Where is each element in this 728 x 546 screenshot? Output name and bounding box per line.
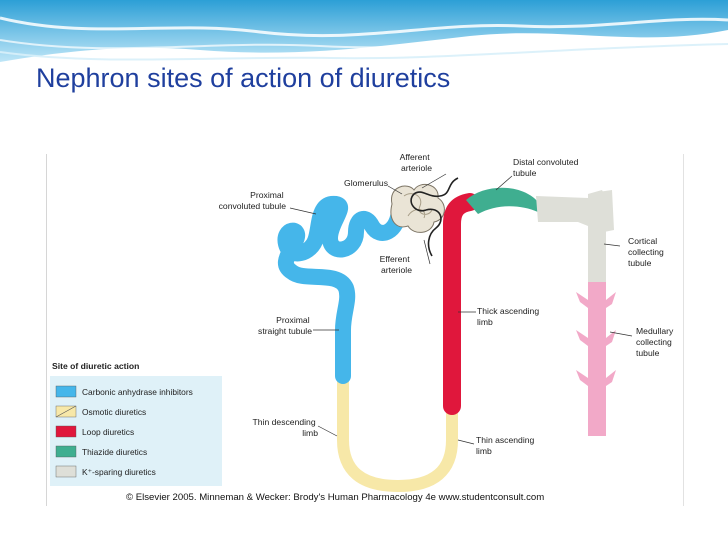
label-proximal-convoluted-tubule: Proximal convoluted tubule — [219, 190, 287, 211]
glomerulus — [390, 183, 445, 233]
afferent-arteriole — [410, 177, 459, 212]
legend-swatch-osmotic-diagonal — [55, 405, 77, 418]
slide-title: Nephron sites of action of diuretics — [36, 63, 451, 93]
legend-label-carbonic-anhydrase: Carbonic anhydrase inhibitors — [82, 387, 193, 397]
figure-credit: © Elsevier 2005. Minneman & Wecker: Brod… — [126, 492, 544, 503]
legend-label-loop: Loop diuretics — [82, 427, 134, 437]
legend-label-k-sparing: K⁺-sparing diuretics — [82, 467, 156, 477]
label-proximal-straight-tubule: Proximal straight tubule — [258, 315, 312, 336]
label-thin-descending-limb: Thin descending limb — [253, 417, 319, 438]
glomerulus-capillaries — [403, 193, 433, 219]
label-distal-convoluted-tubule: Distal convoluted tubule — [513, 157, 581, 178]
legend-swatch-carbonic-anhydrase — [55, 385, 77, 398]
medullary-collecting-tubule — [576, 282, 616, 436]
legend-box — [50, 376, 222, 486]
distal-convoluted-tubule — [466, 187, 540, 214]
legend-label-osmotic: Osmotic diuretics — [82, 407, 146, 417]
legend-title: Site of diuretic action — [52, 361, 139, 371]
legend: Site of diuretic action Carbonic anhydra… — [50, 361, 222, 486]
collecting-duct-branch — [598, 190, 614, 232]
cortical-collecting-tubule — [536, 190, 610, 282]
label-glomerulus: Glomerulus — [344, 178, 388, 188]
label-thin-ascending-limb: Thin ascending limb — [476, 435, 537, 456]
proximal-tubule — [277, 196, 407, 384]
thick-ascending-limb — [443, 193, 479, 415]
legend-swatch-loop — [55, 425, 77, 438]
label-efferent-arteriole: Efferent arteriole — [380, 254, 413, 275]
thin-limb-loop — [337, 374, 458, 493]
label-medullary-collecting-tubule: Medullary collecting tubule — [636, 326, 676, 358]
legend-label-thiazide: Thiazide diuretics — [82, 447, 147, 457]
slide-banner — [0, 0, 728, 70]
legend-swatch-k-sparing — [55, 465, 77, 478]
label-afferent-arteriole: Afferent arteriole — [400, 152, 433, 173]
label-thick-ascending-limb: Thick ascending limb — [477, 306, 542, 327]
label-cortical-collecting-tubule: Cortical collecting tubule — [628, 236, 666, 268]
efferent-arteriole — [425, 208, 442, 257]
legend-swatch-thiazide — [55, 445, 77, 458]
